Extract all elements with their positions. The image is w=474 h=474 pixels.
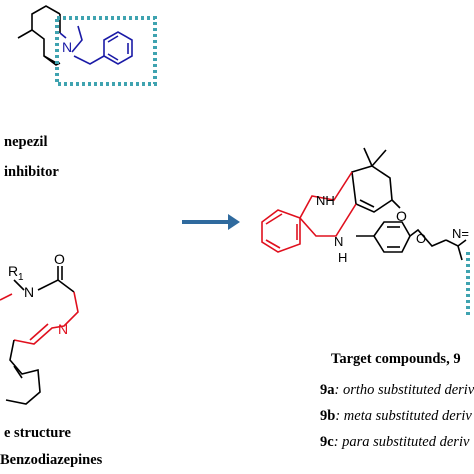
core-atom-o: O bbox=[54, 251, 65, 267]
variant-desc: : para substituted deriv bbox=[333, 434, 470, 450]
target-atom-ketone-o: O bbox=[396, 208, 407, 224]
core-label-line1: e structure bbox=[4, 425, 71, 441]
target-atom-ether-o: O bbox=[416, 231, 426, 246]
pharmacophore-dotted-box bbox=[55, 16, 157, 86]
target-variant-9c: 9c: para substituted deriv bbox=[320, 434, 469, 451]
cyclohexenone-ring bbox=[351, 165, 393, 213]
benzene-inner-bond-1 bbox=[107, 35, 119, 43]
ketone-bond bbox=[391, 199, 401, 209]
fused-benzene-inner-2 bbox=[265, 239, 281, 249]
core-atom-n-top: N bbox=[24, 284, 34, 300]
target-title: Target compounds, 9 bbox=[331, 351, 461, 367]
fused-benzene-ring bbox=[261, 209, 301, 253]
target-structure bbox=[261, 147, 470, 316]
core-structure bbox=[0, 266, 79, 405]
right-arrow-icon bbox=[182, 214, 240, 230]
target-atom-n-bottom: N bbox=[334, 234, 343, 249]
piperidine-ring-lower bbox=[31, 5, 61, 30]
benzene-inner-bond-3 bbox=[107, 53, 119, 61]
variant-desc: : meta substituted deriv bbox=[335, 408, 472, 424]
gem-dimethyl-2 bbox=[371, 149, 387, 167]
benzyl-linker bbox=[71, 25, 83, 53]
core-atom-n-imine: N bbox=[58, 321, 68, 337]
benzene-ring-blue bbox=[103, 31, 133, 65]
n-ring-bond bbox=[59, 32, 67, 39]
target-atom-nh-top: NH bbox=[316, 193, 335, 208]
core-atom-r-sub: 1 bbox=[18, 272, 24, 283]
gem-dimethyl-1 bbox=[363, 147, 373, 167]
core-diazepine-red bbox=[13, 291, 79, 345]
core-imine-double bbox=[29, 323, 49, 341]
donepezil-name: nepezil bbox=[4, 134, 48, 150]
target-atom-h-bottom: H bbox=[338, 250, 347, 265]
core-atom-r: R bbox=[8, 263, 18, 279]
piperidine-ring bbox=[17, 29, 61, 66]
donepezil-role: inhibitor bbox=[4, 164, 59, 180]
core-label-line2: Benzodiazepines bbox=[0, 452, 103, 468]
variant-id: 9c bbox=[320, 434, 334, 450]
target-variant-9a: 9a: ortho substituted deriv bbox=[320, 382, 474, 399]
donepezil-atom-n: N bbox=[62, 39, 72, 55]
core-phenyl bbox=[5, 339, 41, 405]
benzyl-ch2 bbox=[73, 55, 105, 65]
target-atom-triazole-n: N= bbox=[452, 226, 469, 241]
variant-id: 9b bbox=[320, 408, 336, 424]
core-phenyl-inner bbox=[13, 365, 23, 379]
ether-chain bbox=[409, 228, 447, 247]
target-variant-9b: 9b: meta substituted deriv bbox=[320, 408, 472, 425]
core-ring-edge bbox=[0, 293, 13, 301]
triazole-bond bbox=[457, 245, 463, 261]
core-r1-bond bbox=[13, 279, 25, 291]
variant-desc: : ortho substituted deriv bbox=[334, 382, 474, 398]
enone-double bbox=[359, 199, 375, 208]
core-amide bbox=[37, 279, 75, 293]
variant-id: 9a bbox=[320, 382, 335, 398]
donepezil-structure bbox=[17, 5, 157, 86]
fused-benzene-inner-1 bbox=[265, 213, 283, 225]
